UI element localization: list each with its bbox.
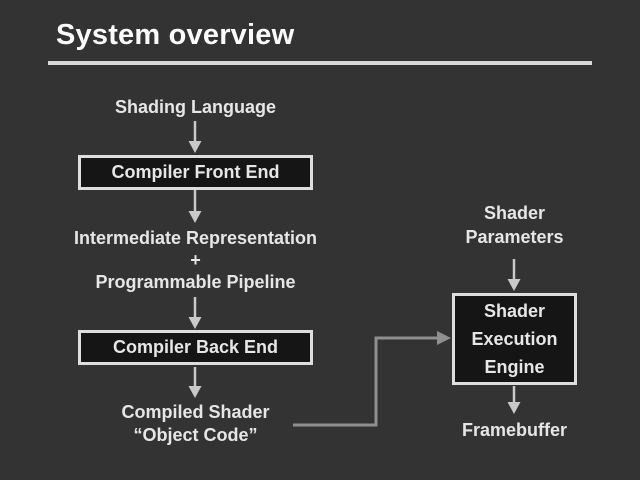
arrow-engine-to-framebuffer-icon bbox=[507, 386, 521, 414]
node-shading-language: Shading Language bbox=[114, 97, 276, 117]
node-shader-parameters: Shader Parameters bbox=[465, 203, 564, 247]
arrow-frontend-to-ir-icon bbox=[188, 190, 202, 223]
node-compiler-front-end: Compiler Front End bbox=[78, 155, 313, 190]
arrow-backend-to-compiled-icon bbox=[188, 367, 202, 398]
arrow-shading-to-frontend-icon bbox=[188, 121, 202, 153]
slide-title: System overview bbox=[56, 19, 295, 51]
title-underline bbox=[48, 61, 592, 65]
arrow-params-to-engine-icon bbox=[507, 259, 521, 291]
node-intermediate-representation: Intermediate Representation + Programmab… bbox=[73, 228, 318, 292]
node-framebuffer: Framebuffer bbox=[461, 420, 568, 440]
arrow-ir-to-backend-icon bbox=[188, 297, 202, 329]
node-compiler-back-end: Compiler Back End bbox=[78, 330, 313, 365]
node-compiled-shader: Compiled Shader “Object Code” bbox=[121, 402, 270, 445]
node-shader-execution-engine: Shader Execution Engine bbox=[452, 293, 577, 385]
